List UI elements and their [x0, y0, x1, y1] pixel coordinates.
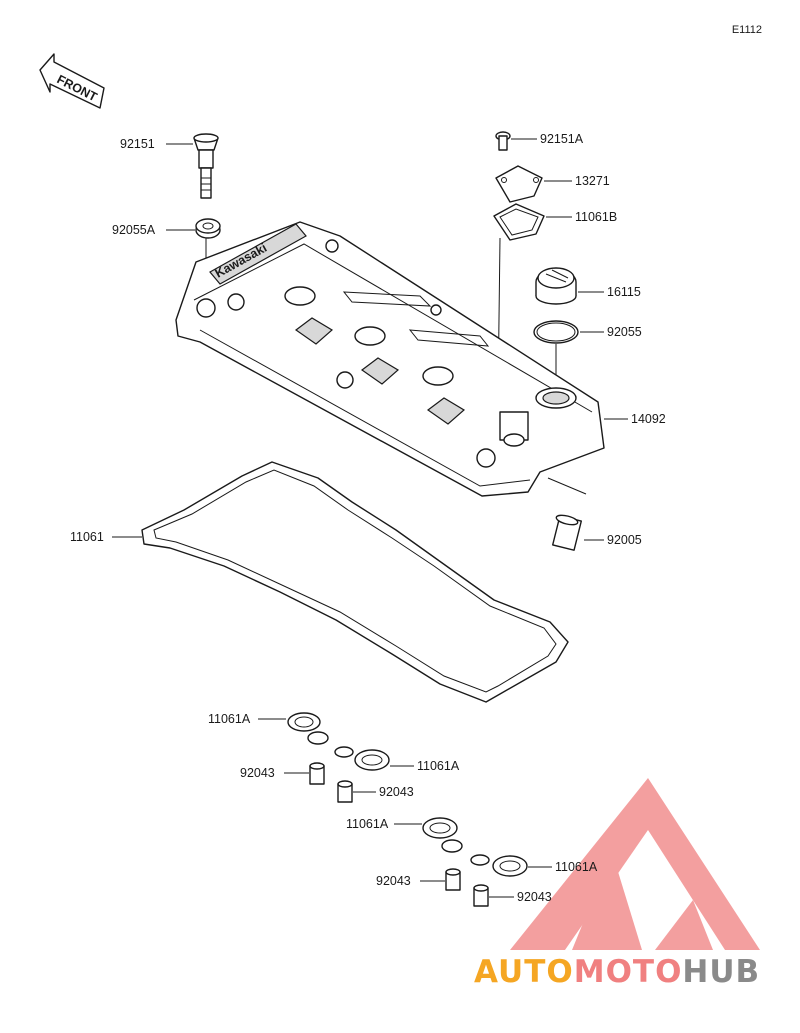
grommet-92055A[interactable] — [195, 218, 221, 239]
watermark-moto: MOTO — [574, 954, 683, 990]
part-label-92043-2: 92043 — [379, 785, 414, 799]
watermark-hub: HUB — [682, 954, 760, 990]
sleeve-92043-3[interactable] — [445, 868, 461, 891]
seal-11061A-4[interactable] — [470, 854, 528, 877]
watermark-logo — [510, 778, 760, 950]
part-label-13271: 13271 — [575, 174, 610, 188]
bolt-92151A[interactable] — [495, 131, 511, 151]
diagram-id: E1112 — [731, 24, 762, 36]
part-label-92043-1: 92043 — [240, 766, 275, 780]
part-label-14092: 14092 — [631, 412, 666, 426]
gasket-11061[interactable] — [141, 461, 569, 703]
part-label-11061A-2: 11061A — [417, 759, 460, 773]
dowel-92005[interactable] — [547, 477, 587, 551]
part-label-92005: 92005 — [607, 533, 642, 547]
part-label-92055: 92055 — [607, 325, 642, 339]
part-label-11061A-3: 11061A — [346, 817, 389, 831]
part-label-92151: 92151 — [120, 137, 155, 151]
sleeve-92043-1[interactable] — [309, 762, 325, 785]
part-label-92151A: 92151A — [540, 132, 584, 146]
sleeve-92043-2[interactable] — [337, 780, 353, 803]
part-label-92043-4: 92043 — [517, 890, 552, 904]
valve-cover-14092[interactable]: Kawasaki — [175, 221, 605, 497]
part-label-11061B: 11061B — [575, 210, 617, 224]
watermark-auto: AUTO — [474, 954, 574, 990]
seal-11061A-3[interactable] — [422, 817, 463, 853]
part-label-11061A-1: 11061A — [208, 712, 251, 726]
part-label-11061: 11061 — [70, 530, 104, 544]
part-label-92043-3: 92043 — [376, 874, 411, 888]
bolt-92151[interactable] — [193, 133, 219, 199]
seal-11061A-2[interactable] — [334, 746, 390, 771]
oil-cap-16115[interactable] — [535, 267, 577, 305]
part-label-11061A-4: 11061A — [555, 860, 598, 874]
sleeve-92043-4[interactable] — [473, 884, 489, 907]
part-label-16115: 16115 — [607, 285, 641, 299]
seal-11061A-1[interactable] — [287, 712, 329, 745]
front-arrow: FRONT — [39, 53, 105, 109]
gasket-11061B[interactable] — [493, 203, 545, 241]
watermark-text: AUTOMOTOHUB — [474, 954, 760, 990]
plate-13271[interactable] — [495, 165, 543, 203]
part-label-92055A: 92055A — [112, 223, 156, 237]
o-ring-92055[interactable] — [533, 320, 579, 344]
